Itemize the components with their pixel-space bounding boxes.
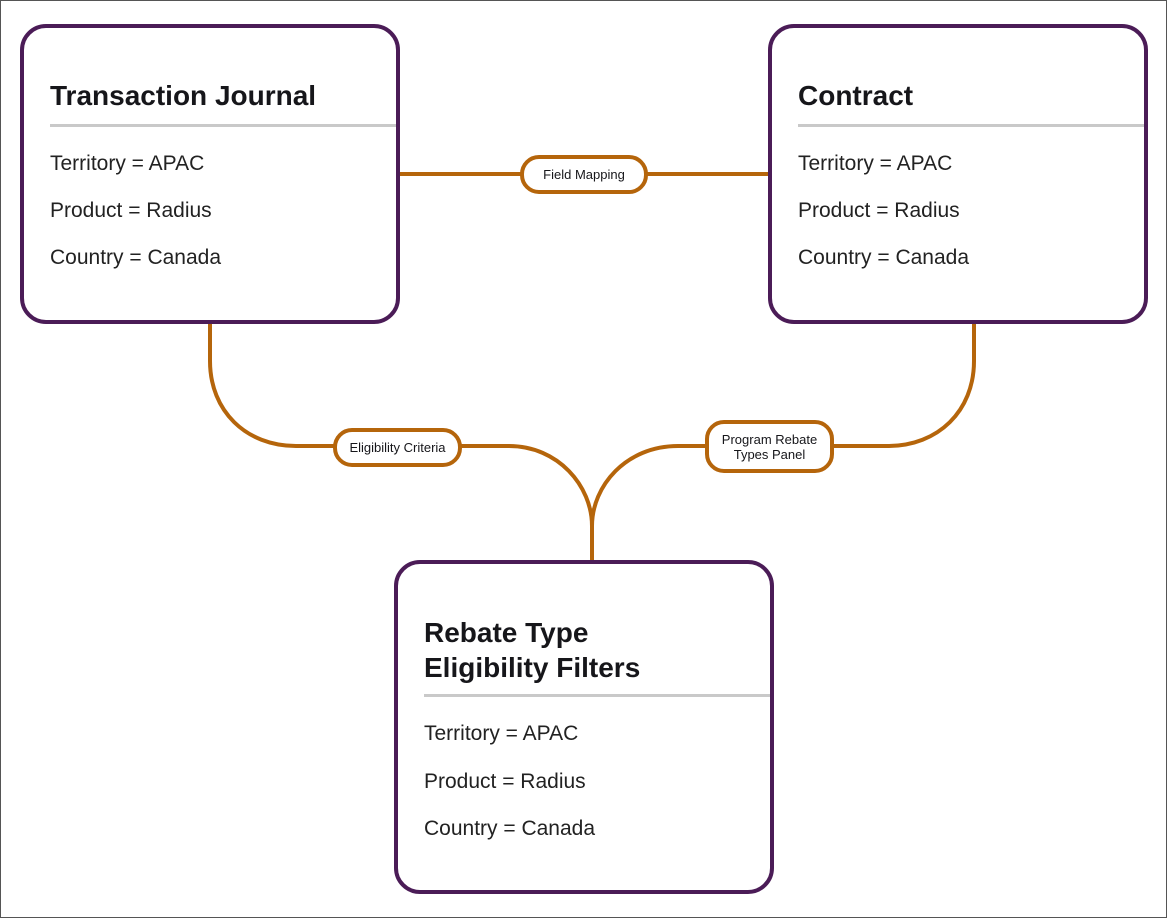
- node-divider: [798, 124, 1144, 127]
- product-row: Product = Radius: [50, 199, 212, 222]
- product-row: Product = Radius: [424, 770, 586, 793]
- program-rebate-text: Program Rebate Types Panel: [722, 432, 817, 462]
- program-rebate-line-1: Program Rebate: [721, 431, 818, 447]
- territory-row: Territory = APAC: [424, 722, 579, 745]
- connector-contract-to-filters: [590, 322, 976, 527]
- program-rebate-types-panel-label: Program Rebate Types Panel: [705, 420, 834, 473]
- node-title: Transaction Journal: [50, 80, 317, 111]
- contract-node: Contract Territory = APAC Product = Radi…: [768, 24, 1148, 324]
- transaction-journal-node: Transaction Journal Territory = APAC Pro…: [20, 24, 400, 324]
- program-rebate-line-2: Types Panel: [733, 446, 806, 462]
- node-divider: [424, 694, 770, 697]
- node-title: Rebate Type Eligibility Filters: [424, 615, 640, 685]
- node-title-line-2: Eligibility Filters: [424, 652, 641, 683]
- product-row: Product = Radius: [798, 199, 960, 222]
- field-mapping-text: Field Mapping: [543, 167, 625, 182]
- node-title: Contract: [798, 80, 914, 111]
- country-row: Country = Canada: [798, 246, 970, 269]
- rebate-eligibility-filters-node: Rebate Type Eligibility Filters Territor…: [394, 560, 774, 894]
- territory-row: Territory = APAC: [798, 152, 953, 175]
- connector-journal-to-filters: [208, 322, 594, 562]
- country-row: Country = Canada: [50, 246, 222, 269]
- node-title-line-1: Rebate Type: [424, 617, 589, 648]
- territory-row: Territory = APAC: [50, 152, 205, 175]
- country-row: Country = Canada: [424, 817, 596, 840]
- node-divider: [50, 124, 396, 127]
- field-mapping-label: Field Mapping: [520, 155, 648, 194]
- eligibility-criteria-text: Eligibility Criteria: [349, 440, 446, 455]
- eligibility-criteria-label: Eligibility Criteria: [333, 428, 462, 467]
